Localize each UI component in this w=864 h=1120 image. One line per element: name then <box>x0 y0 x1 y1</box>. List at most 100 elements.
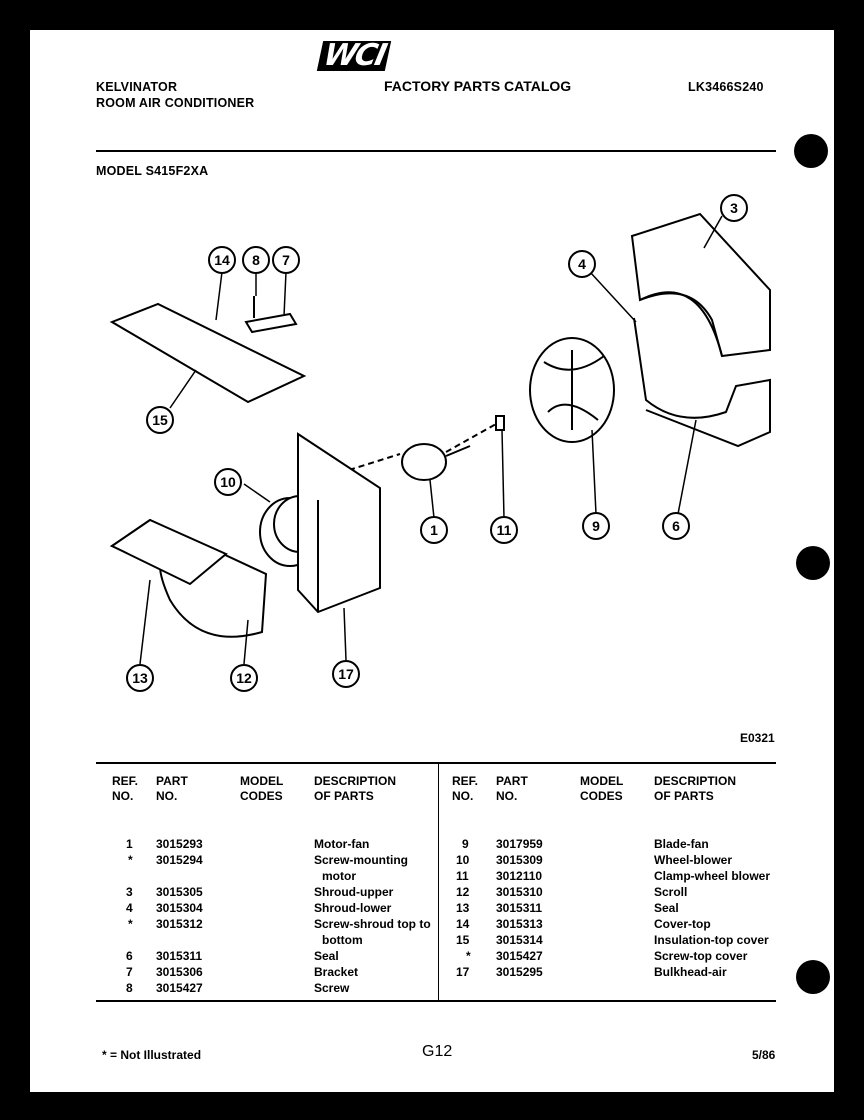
callout-8: 8 <box>252 252 260 268</box>
ref-no: 9 <box>462 837 469 851</box>
shroud-lower-part <box>633 317 771 448</box>
ref-no: 7 <box>126 965 133 979</box>
part-desc: Screw <box>314 981 350 995</box>
part-desc: Screw-top cover <box>654 949 748 963</box>
bracket-part <box>244 312 298 334</box>
part-no: 3015309 <box>496 853 543 867</box>
part-desc: Clamp-wheel blower <box>654 869 771 883</box>
part-no: 3015311 <box>496 901 543 915</box>
ref-no: * <box>466 949 471 963</box>
seal-part <box>110 518 228 586</box>
ref-no: * <box>128 917 133 931</box>
part-desc: Insulation-top cover <box>654 933 769 947</box>
catalog-number: LK3466S240 <box>688 80 764 94</box>
part-no: 3015312 <box>156 917 203 931</box>
part-no: 3015427 <box>496 949 543 963</box>
shroud-upper-part <box>630 212 771 358</box>
callout-1: 1 <box>430 522 438 538</box>
ref-no: 13 <box>456 901 470 915</box>
binder-hole-middle <box>796 546 830 580</box>
callout-9: 9 <box>592 518 600 534</box>
motor-fan-part <box>401 443 447 481</box>
part-desc: Shroud-lower <box>314 901 392 915</box>
part-no: 3012110 <box>496 869 543 883</box>
callout-6: 6 <box>672 518 680 534</box>
callout-17: 17 <box>338 666 354 682</box>
table-top-rule <box>96 762 776 764</box>
binder-hole-top <box>794 134 828 168</box>
part-no: 3015311 <box>156 949 203 963</box>
ref-no: 11 <box>456 869 469 883</box>
callout-4: 4 <box>578 256 586 272</box>
ref-no: 14 <box>456 917 470 931</box>
callout-7: 7 <box>282 252 290 268</box>
col-ref-header-left: REF.NO. <box>112 774 139 803</box>
not-illustrated-note: * = Not Illustrated <box>102 1048 202 1062</box>
part-desc: Bulkhead-air <box>654 965 727 979</box>
catalog-title: FACTORY PARTS CATALOG <box>384 78 572 94</box>
part-desc: Blade-fan <box>654 837 709 851</box>
part-desc: Scroll <box>654 885 688 899</box>
part-no: 3015313 <box>496 917 543 931</box>
table-bottom-rule <box>96 1000 776 1002</box>
ref-no: 8 <box>126 981 133 995</box>
diagram-code: E0321 <box>740 731 775 745</box>
model-number: MODEL S415F2XA <box>96 164 209 178</box>
part-no: 3015306 <box>156 965 203 979</box>
callout-3: 3 <box>730 200 738 216</box>
cover-top-panel <box>109 302 307 404</box>
part-no: 3015314 <box>496 933 543 947</box>
part-no: 3015310 <box>496 885 543 899</box>
part-desc: Cover-top <box>654 917 711 931</box>
header-rule <box>96 150 776 152</box>
part-desc: bottom <box>322 933 363 947</box>
ref-no: 17 <box>456 965 470 979</box>
callout-13: 13 <box>132 670 148 686</box>
part-desc: Screw-shroud top to <box>314 917 431 931</box>
part-no: 3015427 <box>156 981 203 995</box>
part-desc: Bracket <box>314 965 359 979</box>
ref-no: 4 <box>126 901 133 915</box>
part-no: 3015293 <box>156 837 203 851</box>
page-number: G12 <box>422 1043 453 1060</box>
ref-no: 10 <box>456 853 470 867</box>
callout-14: 14 <box>214 252 230 268</box>
callout-15: 15 <box>152 412 168 428</box>
ref-no: 6 <box>126 949 133 963</box>
ref-no: 15 <box>456 933 470 947</box>
part-desc: Screw-mounting <box>314 853 409 867</box>
col-ref-header-right: REF.NO. <box>452 774 479 803</box>
part-desc: Seal <box>314 949 339 963</box>
part-no: 3015294 <box>156 853 203 867</box>
product-line: ROOM AIR CONDITIONER <box>96 96 255 110</box>
part-no: 3015295 <box>496 965 543 979</box>
part-desc: Motor-fan <box>314 837 370 851</box>
callout-10: 10 <box>220 474 236 490</box>
part-no: 3017959 <box>496 837 543 851</box>
ref-no: 12 <box>456 885 470 899</box>
part-desc: Wheel-blower <box>654 853 733 867</box>
table-divider <box>438 764 439 1000</box>
callout-11: 11 <box>497 522 512 538</box>
binder-hole-bottom <box>796 960 830 994</box>
clamp-part <box>495 415 505 431</box>
bulkhead-part <box>297 432 381 614</box>
ref-no: 3 <box>126 885 133 899</box>
part-desc: motor <box>322 869 356 883</box>
brand-name: KELVINATOR <box>96 80 178 94</box>
callout-12: 12 <box>236 670 252 686</box>
ref-no: 1 <box>126 837 133 851</box>
catalog-date: 5/86 <box>752 1048 776 1062</box>
part-no: 3015304 <box>156 901 203 915</box>
ref-no: * <box>128 853 133 867</box>
part-desc: Seal <box>654 901 679 915</box>
part-desc: Shroud-upper <box>314 885 394 899</box>
part-no: 3015305 <box>156 885 203 899</box>
